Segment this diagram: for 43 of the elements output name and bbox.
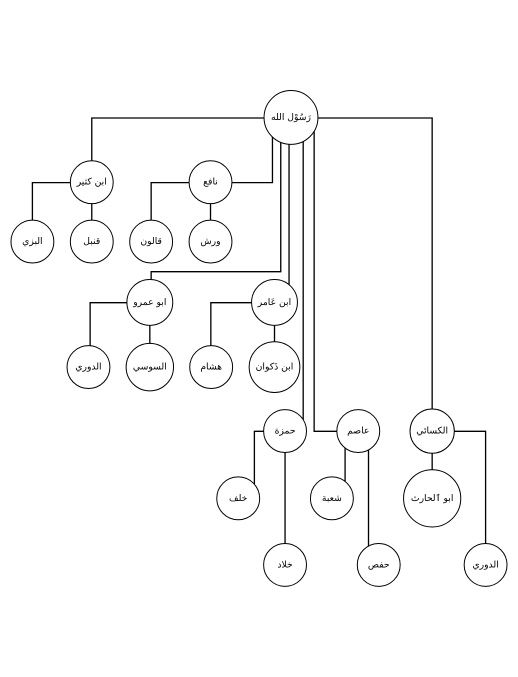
connector: [232, 137, 274, 184]
connector: [91, 117, 264, 161]
node-circle: ابو ٱلحارث: [403, 469, 462, 528]
connector: [432, 453, 433, 470]
node-circle: ابن عَامر: [251, 278, 298, 326]
node-circle: السوسي: [126, 342, 174, 392]
node-circle: هشام: [189, 345, 234, 390]
connector: [284, 452, 286, 544]
connector: [150, 182, 189, 220]
connector: [150, 142, 282, 280]
node-circle: عاصم: [336, 409, 380, 454]
node-circle: الدوري: [66, 345, 110, 390]
connector: [313, 131, 337, 432]
node-circle: نافع: [188, 160, 232, 204]
node-circle: حمزة: [263, 409, 307, 454]
node-circle: ابن ذَكوان: [248, 341, 300, 393]
node-circle: الكسائي: [410, 408, 455, 454]
connector: [288, 144, 290, 285]
node-circle: رَسُوْل الله: [264, 90, 318, 145]
connector: [210, 204, 212, 220]
connector: [89, 302, 127, 346]
connector: [454, 430, 486, 544]
connector: [302, 142, 304, 420]
connector: [149, 325, 150, 344]
node-circle: ابن كثير: [70, 160, 114, 204]
node-circle: البزي: [10, 220, 54, 264]
node-circle: قنبل: [70, 220, 114, 264]
node-circle: قالون: [129, 220, 174, 264]
node-circle: خلاد: [263, 543, 307, 587]
connector: [318, 117, 433, 409]
node-circle: خلف: [216, 476, 260, 520]
connector: [368, 450, 370, 546]
connector: [91, 204, 92, 220]
connector: [274, 325, 276, 342]
node-circle: ورش: [188, 220, 232, 264]
node-circle: حفص: [356, 543, 401, 587]
connector: [210, 302, 252, 346]
connector: [254, 430, 264, 484]
connector: [344, 448, 346, 482]
node-circle: الدوري: [464, 543, 508, 587]
connector: [32, 182, 70, 220]
node-circle: ابو عمرو: [126, 278, 174, 326]
node-circle: شعبة: [310, 476, 354, 520]
